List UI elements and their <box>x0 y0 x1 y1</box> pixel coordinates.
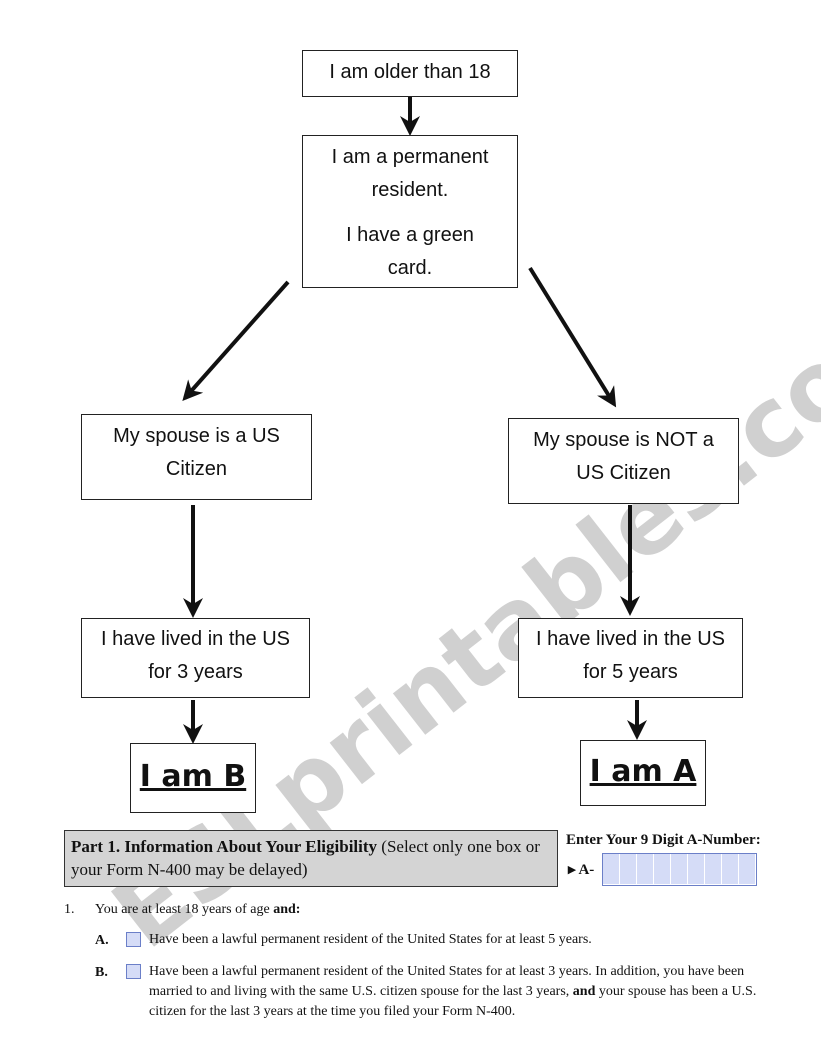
box-line: I have lived in the US <box>536 628 725 650</box>
option-b-text-part1: Have been a lawful permanent resident of… <box>149 964 745 999</box>
box-line: I have a green <box>346 224 474 246</box>
question-text-start: You are at least 18 years of age <box>95 902 274 917</box>
box-line: I am a permanent <box>331 146 489 168</box>
box-lived-5-years: I have lived in the US for 5 years <box>518 618 743 698</box>
question-number: 1. <box>64 902 75 917</box>
option-a-text: Have been a lawful permanent resident of… <box>149 932 592 947</box>
a-number-digit-cell[interactable] <box>620 854 637 884</box>
box-spouse-citizen: My spouse is a US Citizen <box>81 414 312 500</box>
option-b-text: Have been a lawful permanent resident of… <box>149 962 761 1022</box>
option-a-letter: A. <box>95 933 109 948</box>
box-line: for 3 years <box>148 661 243 683</box>
box-older-than-18: I am older than 18 <box>302 50 518 97</box>
box-line: I am older than 18 <box>329 61 491 83</box>
box-line: My spouse is NOT a <box>533 429 714 451</box>
option-b-text-bold: and <box>572 984 596 999</box>
question-text: You are at least 18 years of age and: <box>95 902 300 918</box>
part1-header: Part 1. Information About Your Eligibili… <box>64 830 558 887</box>
box-line: Citizen <box>165 458 228 480</box>
a-number-digit-cell[interactable] <box>688 854 705 884</box>
a-number-digit-cell[interactable] <box>671 854 688 884</box>
a-number-digit-cell[interactable] <box>739 854 756 884</box>
question-text-bold: and: <box>273 902 301 917</box>
a-number-digit-cell[interactable] <box>603 854 620 884</box>
option-b-checkbox[interactable] <box>126 964 141 979</box>
arrow-resident-to-not-citizen <box>528 266 617 408</box>
a-number-digit-cell[interactable] <box>654 854 671 884</box>
box-spouse-not-citizen: My spouse is NOT a US Citizen <box>508 418 739 504</box>
a-number-digit-cell[interactable] <box>637 854 654 884</box>
box-line: I have lived in the US <box>101 628 290 650</box>
box-line: for 5 years <box>583 661 678 683</box>
box-lived-3-years: I have lived in the US for 3 years <box>81 618 310 698</box>
box-permanent-resident: I am a permanent resident. I have a gree… <box>302 135 518 288</box>
a-number-digit-cell[interactable] <box>705 854 722 884</box>
option-b-text-part2: your spouse has been a U.S. citizen for … <box>149 984 757 1019</box>
part1-instruction: (Select only one box or your Form N-400 … <box>71 837 540 879</box>
box-line: US Citizen <box>576 462 671 484</box>
option-a-checkbox[interactable] <box>126 932 141 947</box>
a-number-label: Enter Your 9 Digit A-Number: <box>566 832 761 848</box>
box-line: resident. <box>371 179 449 201</box>
box-line: My spouse is a US <box>113 425 280 447</box>
a-number-input[interactable] <box>602 853 757 886</box>
flow-arrows <box>182 97 647 744</box>
part1-title: Part 1. Information About Your Eligibili… <box>71 837 378 856</box>
result-i-am-b: I am B <box>130 743 256 813</box>
result-i-am-a: I am A <box>580 740 706 806</box>
box-line: card. <box>387 257 433 279</box>
a-number-prefix: ▸ A- <box>568 862 595 878</box>
arrow-resident-to-citizen <box>182 280 290 401</box>
option-b-letter: B. <box>95 965 108 980</box>
a-number-digit-cell[interactable] <box>722 854 739 884</box>
